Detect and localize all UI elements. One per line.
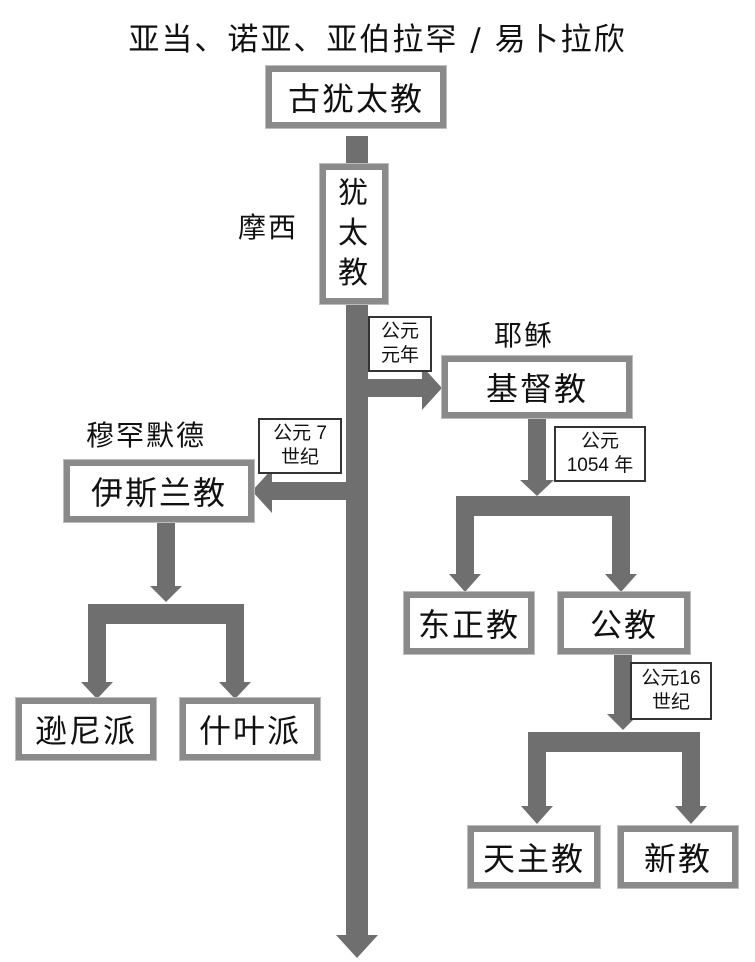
note-7th-century-line-1: 公元 7 <box>273 423 327 444</box>
label-muhammad: 穆罕默德 <box>86 419 207 452</box>
catholic-down-line <box>614 652 632 718</box>
sunni-branch-line <box>88 604 106 686</box>
roman-catholic-arrowhead <box>521 806 553 824</box>
node-orthodox: 东正教 <box>404 592 534 654</box>
label-jesus: 耶稣 <box>494 319 555 352</box>
node-judaism-char-3: 教 <box>338 256 370 291</box>
node-christianity: 基督教 <box>442 356 632 418</box>
note-1054: 公元 1054 年 <box>554 426 646 482</box>
branch-christianity-arrowhead <box>422 366 442 410</box>
note-1054-line-1: 公元 <box>580 431 619 452</box>
islam-split-bar <box>88 604 244 624</box>
catholic-church-branch-line <box>612 496 630 578</box>
diagram-title: 亚当、诺亚、亚伯拉罕 / 易卜拉欣 <box>128 22 627 58</box>
note-16th-century: 公元16 世纪 <box>630 662 712 720</box>
note-16th-century-line-1: 公元16 <box>641 668 701 689</box>
orthodox-branch-line <box>456 496 474 578</box>
node-islam: 伊斯兰教 <box>64 460 254 522</box>
note-1054-line-2: 1054 年 <box>566 455 634 476</box>
note-7th-century-line-2: 世纪 <box>280 447 319 468</box>
note-ad-1: 公元 元年 <box>368 316 432 372</box>
node-judaism: 犹 太 教 <box>320 164 388 304</box>
node-catholic-church: 公教 <box>558 592 690 654</box>
node-shia: 什叶派 <box>180 698 320 760</box>
note-ad-1-line-2: 元年 <box>380 345 419 366</box>
branch-islam-arrowhead <box>252 469 272 513</box>
shia-branch-line <box>226 604 244 686</box>
node-roman-catholic: 天主教 <box>468 826 600 888</box>
roman-catholic-branch-line <box>528 732 546 810</box>
main-trunk-line <box>346 300 368 940</box>
islam-down-arrowhead <box>150 586 182 602</box>
note-7th-century: 公元 7 世纪 <box>258 418 342 474</box>
protestant-arrowhead <box>675 806 707 824</box>
node-judaism-char-2: 太 <box>338 216 370 251</box>
protestant-branch-line <box>682 732 700 810</box>
christianity-split-bar <box>456 496 630 516</box>
node-protestant: 新教 <box>618 826 738 888</box>
christianity-down-line <box>528 416 546 484</box>
branch-islam-line <box>270 482 346 500</box>
sunni-arrowhead <box>81 682 113 699</box>
trunk-top-segment <box>346 136 368 168</box>
islam-down-line <box>157 522 175 590</box>
branch-christianity-line <box>368 379 424 397</box>
note-ad-1-line-1: 公元 <box>380 321 419 342</box>
catholic-split-bar <box>528 732 700 752</box>
node-judaism-char-1: 犹 <box>338 176 370 211</box>
note-16th-century-line-2: 世纪 <box>651 692 690 713</box>
label-moses: 摩西 <box>238 211 299 244</box>
shia-arrowhead <box>219 682 251 699</box>
catholic-church-arrowhead <box>605 574 637 592</box>
node-sunni: 逊尼派 <box>16 698 156 760</box>
orthodox-arrowhead <box>449 574 481 592</box>
christianity-down-arrowhead <box>520 480 554 496</box>
node-ancient-judaism: 古犹太教 <box>266 66 446 128</box>
trunk-arrowhead <box>336 935 378 958</box>
